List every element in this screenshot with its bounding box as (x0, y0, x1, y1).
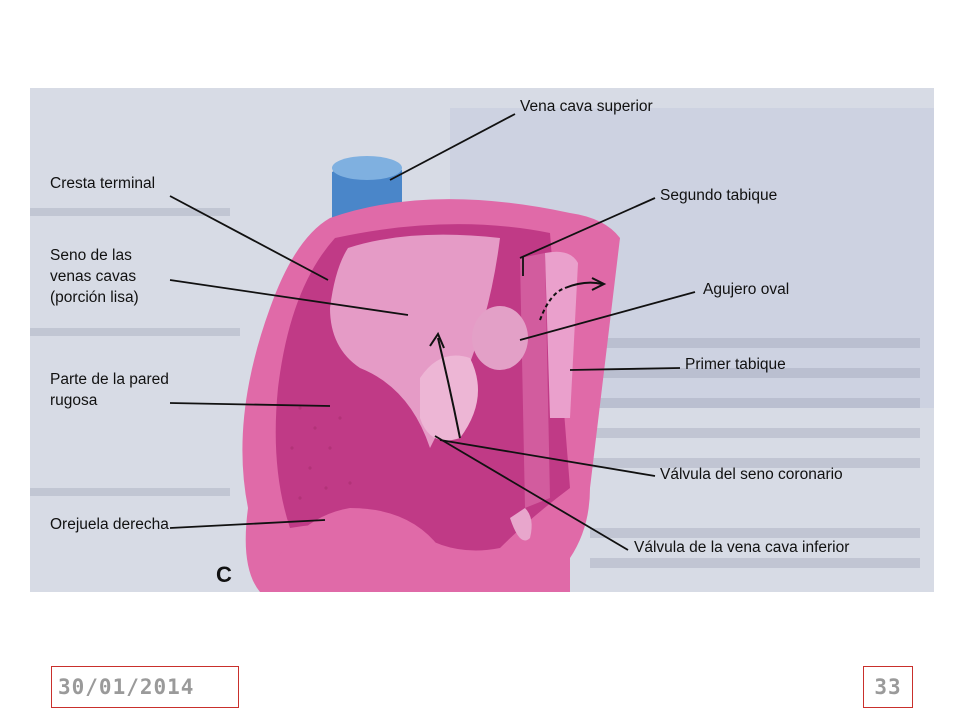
leader-vena-cava-superior (389, 113, 516, 181)
leader-pared-rugosa (169, 402, 331, 407)
label-valvula-vena-cava-inferior: Válvula de la vena cava inferior (634, 539, 850, 556)
label-seno-line3: (porción lisa) (50, 289, 139, 306)
leader-valvula-seno-coronario (439, 439, 656, 477)
label-pared-line1: Parte de la pared (50, 371, 169, 388)
heart-illustration (30, 88, 934, 592)
fossa-oval (472, 306, 528, 370)
flow-arrow-line (437, 337, 461, 439)
leader-agujero-oval (519, 291, 696, 341)
label-agujero-oval: Agujero oval (703, 281, 790, 298)
label-seno-line1: Seno de las (50, 247, 132, 264)
oval-flow-dashed (539, 287, 566, 321)
orejuela-shape (260, 508, 440, 592)
vena-cava-superior-opening (332, 156, 402, 180)
leader-orejuela (169, 519, 326, 529)
label-segundo-tabique: Segundo tabique (660, 187, 778, 204)
footer-page-number: 33 (863, 666, 913, 708)
leader-primer-tabique (569, 367, 681, 371)
label-pared-line2: rugosa (50, 392, 98, 409)
figure-letter: C (216, 562, 232, 587)
faded-text-lines (30, 208, 920, 568)
label-valvula-seno-coronario: Válvula del seno coronario (660, 466, 843, 483)
label-primer-tabique: Primer tabique (685, 356, 786, 373)
flow-arrow-head (429, 331, 445, 349)
label-orejuela-derecha: Orejuela derecha (50, 516, 169, 533)
footer-page-number-text: 33 (874, 675, 902, 699)
smooth-region (330, 234, 500, 448)
label-vena-cava-superior: Vena cava superior (520, 98, 653, 115)
valve-region (420, 355, 478, 441)
footer-date-text: 30/01/2014 (58, 675, 195, 699)
leader-lines (169, 113, 696, 551)
oval-flow-arrow-head (591, 277, 607, 291)
footer-date: 30/01/2014 (51, 666, 239, 708)
label-seno-line2: venas cavas (50, 268, 137, 285)
rugose-texture (290, 406, 352, 500)
label-cresta-terminal: Cresta terminal (50, 175, 156, 192)
septum-secundum (545, 251, 578, 418)
oval-flow-arrow (564, 281, 603, 289)
valve-cava-inferior-shape (510, 508, 532, 541)
leader-valvula-cava-inferior (434, 435, 629, 551)
leader-cresta-terminal (169, 195, 329, 281)
heart-diagram: Vena cava superior Cresta terminal Segun… (30, 88, 934, 592)
septum-shape (520, 253, 550, 508)
leader-seno (169, 279, 409, 316)
leader-segundo-tabique (519, 197, 656, 259)
